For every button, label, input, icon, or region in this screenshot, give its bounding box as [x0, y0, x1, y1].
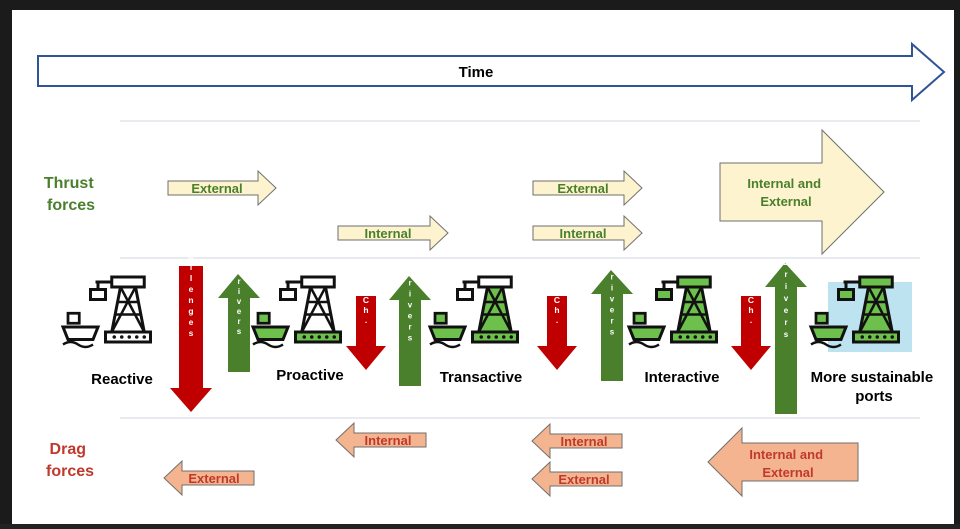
challenge-arrow-label: Ch. [746, 295, 756, 325]
port-icon-interactive [626, 275, 718, 349]
thrust-arrow-label: Internal [365, 226, 412, 241]
challenge-arrow-1 [170, 266, 212, 412]
stage-label-sustainable: More sustainable ports [811, 369, 938, 405]
challenge-arrow-3 [537, 296, 577, 370]
drag-arrow-label: Internal [561, 434, 608, 449]
drag-arrow-external-2 [531, 460, 623, 498]
drag-arrow-internal-1 [335, 421, 427, 459]
thrust-arrow-label: External [191, 181, 242, 196]
time-label: Time [459, 64, 494, 81]
thrust-arrow-internal-2 [532, 214, 643, 252]
stage-label-interactive: Interactive [644, 369, 719, 386]
port-icon-reactive [60, 275, 152, 349]
challenge-arrow-label: Ch. [552, 295, 562, 325]
thrust-arrow-internal-and-external [719, 128, 885, 256]
port-icon-proactive [250, 275, 342, 349]
drag-arrow-label: External [558, 472, 609, 487]
stage-label-proactive: Proactive [276, 367, 344, 384]
drag-forces-label: Drag forces [46, 441, 94, 480]
time-arrow [37, 41, 946, 103]
thrust-arrow-label: Internal [560, 226, 607, 241]
frame-panel [12, 10, 954, 524]
thrust-arrow-external-1 [167, 169, 277, 207]
driver-arrow-4 [765, 263, 807, 414]
thrust-arrow-label: Internal and External [747, 176, 824, 209]
driver-arrow-3 [591, 270, 633, 381]
thrust-arrow-label: External [557, 181, 608, 196]
drag-arrow-label: Internal and External [749, 447, 826, 480]
driver-arrow-2 [389, 276, 431, 386]
thrust-arrow-external-2 [532, 169, 643, 207]
thrust-arrow-internal-1 [337, 214, 449, 252]
challenge-arrow-label: Challenges [186, 229, 196, 339]
challenge-arrow-4 [731, 296, 771, 370]
challenge-arrow-label: Ch. [361, 295, 371, 325]
port-icon-transactive [427, 275, 519, 349]
drag-arrow-label: Internal [365, 433, 412, 448]
stage-label-reactive: Reactive [91, 371, 153, 388]
challenge-arrow-2 [346, 296, 386, 370]
drag-arrow-internal-2 [531, 422, 623, 460]
driver-arrow-label: Drivers [235, 267, 244, 337]
stage-label-transactive: Transactive [440, 369, 523, 386]
port-icon-sustainable [808, 275, 900, 349]
driver-arrow-1 [218, 274, 260, 372]
drag-arrow-internal-and-external [707, 426, 859, 498]
driver-arrow-label: Drivers [608, 262, 617, 339]
drag-arrow-label: External [188, 471, 239, 486]
drag-arrow-external-1 [163, 459, 255, 497]
driver-arrow-label: Drivers [782, 258, 791, 342]
thrust-forces-label: Thrust forces [44, 175, 98, 214]
driver-arrow-label: Drivers [406, 268, 415, 345]
